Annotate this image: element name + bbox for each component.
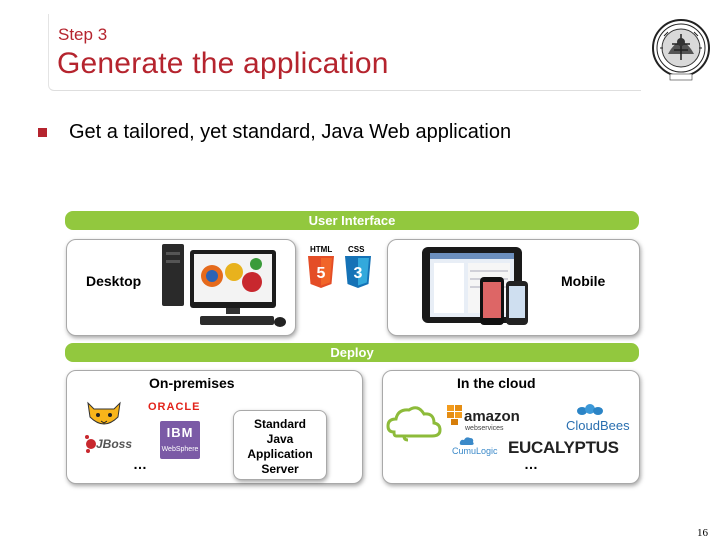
jboss-logo: JBoss [96,437,133,451]
mobile-label: Mobile [561,273,606,289]
css3-label: CSS [348,245,365,254]
desktop-computer-icon [162,244,286,327]
standard-server-line-2: Java [266,432,294,446]
bullet-text: Get a tailored, yet standard, Java Web a… [69,121,512,143]
page-number: 16 [697,527,708,539]
mobile-devices-icon [422,247,528,325]
css3-shield-icon: 3 [345,256,371,288]
university-seal-icon [652,19,710,81]
cloud-icon [386,406,442,442]
amazon-logo: amazon [464,408,520,425]
cloud-panel [382,370,640,484]
jboss-logo-icon [85,435,96,453]
on-premises-more: … [133,456,147,472]
standard-server-line-1: Standard [253,417,306,431]
desktop-label: Desktop [86,273,142,289]
svg-text:5: 5 [317,265,326,282]
standard-server-box [233,410,327,480]
ibm-logo: IBM [166,425,194,440]
tomcat-logo-icon [87,401,121,425]
svg-text:3: 3 [354,265,363,282]
oracle-logo: ORACLE [148,401,201,413]
deploy-bar: Deploy [65,343,639,362]
ibm-websphere-logo [160,421,200,459]
step-label: Step 3 [58,25,108,44]
cumulogic-logo: CumuLogic [452,446,498,456]
websphere-label: WebSphere [161,446,199,453]
aws-cubes-icon [447,405,462,425]
in-the-cloud-label: In the cloud [457,375,536,391]
on-premises-label: On-premises [149,375,235,391]
eucalyptus-logo: EUCALYPTUS [508,438,619,457]
cloudbees-icon [577,404,603,415]
slide-title: Generate the application [57,47,389,80]
html5-label: HTML [310,245,333,254]
amazon-webservices-label: webservices [465,425,504,432]
standard-server-line-3: Application [247,447,313,461]
cloudbees-logo: CloudBees [566,418,630,433]
bullet-marker [38,128,47,137]
html5-shield-icon: 5 [308,256,334,288]
user-interface-bar: User Interface [65,211,639,230]
cloud-more: … [524,456,538,472]
cumulogic-cloud-icon [459,437,474,445]
standard-server-line-4: Server [261,462,299,476]
standard-server-text: Standard Java Application Server [233,417,327,477]
title-frame [48,14,641,91]
